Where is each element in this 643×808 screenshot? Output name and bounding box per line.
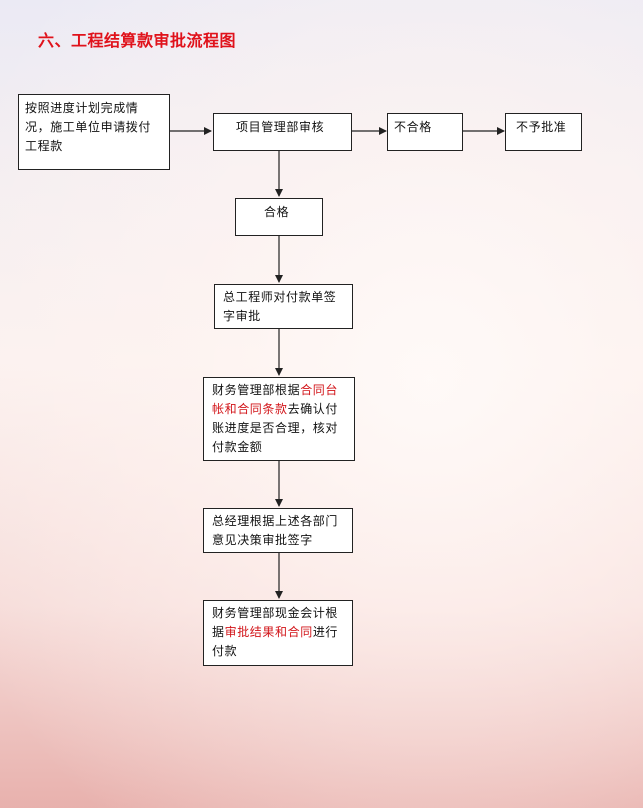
step-fail-text: 不合格 [394, 120, 432, 134]
step-finance-check-highlight: 合同台帐和合同条款 [212, 383, 339, 416]
step-apply-text: 按照进度计划完成情况，施工单位申请拨付工程款 [25, 101, 152, 153]
step-apply-box: 按照进度计划完成情况，施工单位申请拨付工程款 [18, 94, 170, 170]
step-fail-box: 不合格 [387, 113, 463, 151]
step-gm-sign-box: 总经理根据上述各部门意见决策审批签字 [203, 508, 353, 553]
step-finance-check-text-1: 财务管理部根据 [212, 383, 301, 397]
step-pm-review-box: 项目管理部审核 [213, 113, 352, 151]
step-reject-box: 不予批准 [505, 113, 582, 151]
step-finance-check-text-3: 去确认付账进度是否合理，核对付款金额 [212, 402, 339, 454]
step-finance-pay-text-3: 进行付款 [212, 625, 339, 658]
step-chief-engineer-box: 总工程师对付款单签字审批 [214, 284, 353, 329]
step-finance-check-box: 财务管理部根据合同台帐和合同条款去确认付账进度是否合理，核对付款金额 [203, 377, 355, 461]
step-finance-pay-box: 财务管理部现金会计根据审批结果和合同进行付款 [203, 600, 353, 666]
page-title: 六、工程结算款审批流程图 [38, 31, 237, 50]
step-finance-pay-highlight: 审批结果和合同 [224, 625, 313, 639]
step-pm-review-text: 项目管理部审核 [236, 120, 325, 134]
step-finance-pay-text-1: 财务管理部现金会计根据 [212, 606, 339, 639]
step-reject-text: 不予批准 [516, 120, 567, 134]
step-chief-engineer-text: 总工程师对付款单签字审批 [223, 290, 337, 323]
step-pass-box: 合格 [235, 198, 323, 236]
step-gm-sign-text: 总经理根据上述各部门意见决策审批签字 [212, 514, 339, 547]
step-pass-text: 合格 [264, 205, 290, 219]
